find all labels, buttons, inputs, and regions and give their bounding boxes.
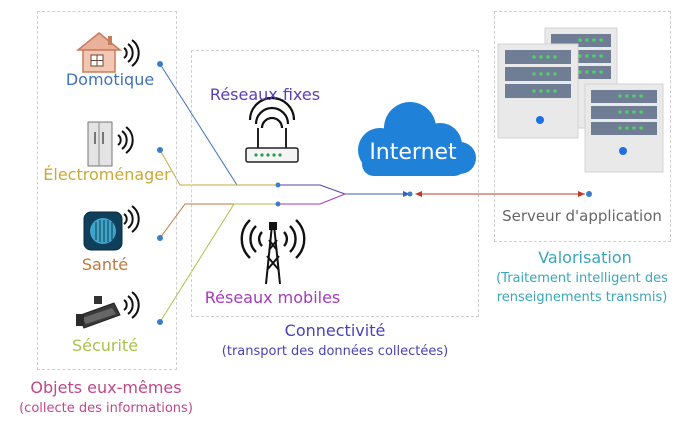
server-icon	[584, 83, 664, 173]
security-camera-icon	[76, 296, 121, 329]
valorisation-subtitle-line1: (Traitement intelligent des	[496, 271, 668, 286]
mobile-networks-label: Réseaux mobiles	[204, 288, 341, 307]
valorisation-subtitle-line2: renseignements transmis)	[496, 290, 668, 305]
objects-item-label-securite: Sécurité	[71, 336, 139, 355]
objects-title: Objets eux-mêmes	[30, 378, 182, 397]
connectivity-title: Connectivité	[284, 321, 386, 340]
router-icon	[245, 96, 299, 163]
internet-label: Internet	[369, 140, 457, 165]
dot-server-in	[586, 191, 592, 197]
connection-dots	[157, 61, 592, 325]
signal-icon	[123, 291, 140, 319]
scale-icon	[83, 211, 123, 251]
server-label: Serveur d'application	[502, 207, 662, 225]
connectivity-subtitle: (transport des données collectées)	[221, 344, 449, 359]
link-fixed-merge	[278, 184, 346, 195]
objects-item-label-domotique: Domotique	[65, 70, 155, 89]
objects-group-box	[37, 11, 177, 370]
dot-sante	[157, 235, 163, 241]
dot-fixed-junction	[275, 182, 281, 188]
valorisation-title: Valorisation	[538, 248, 632, 267]
objects-item-label-electromenager: Électroménager	[43, 165, 171, 184]
dot-domotique	[157, 61, 163, 67]
objects-subtitle: (collecte des informations)	[19, 401, 193, 416]
fridge-icon	[87, 121, 113, 167]
signal-icon	[123, 205, 140, 233]
server-icon	[497, 43, 579, 139]
cloud-icon	[358, 102, 476, 176]
fixed-networks-label: Réseaux fixes	[209, 85, 321, 104]
objects-item-label-sante: Santé	[81, 255, 129, 274]
link-mobile-merge	[278, 193, 346, 205]
signal-icon	[117, 126, 134, 154]
dot-mobile-junction	[275, 201, 281, 207]
house-icon	[75, 32, 123, 73]
valorisation-group-box	[494, 11, 671, 242]
dot-electromenager	[157, 147, 163, 153]
connectivity-group-box	[191, 50, 479, 317]
dot-internet-in	[407, 191, 413, 197]
link-securite	[159, 203, 278, 323]
dot-securite	[157, 319, 163, 325]
link-electromenager	[159, 149, 278, 186]
connection-lines	[159, 63, 585, 323]
antenna-tower-icon	[240, 219, 306, 285]
signal-icon	[123, 39, 140, 67]
